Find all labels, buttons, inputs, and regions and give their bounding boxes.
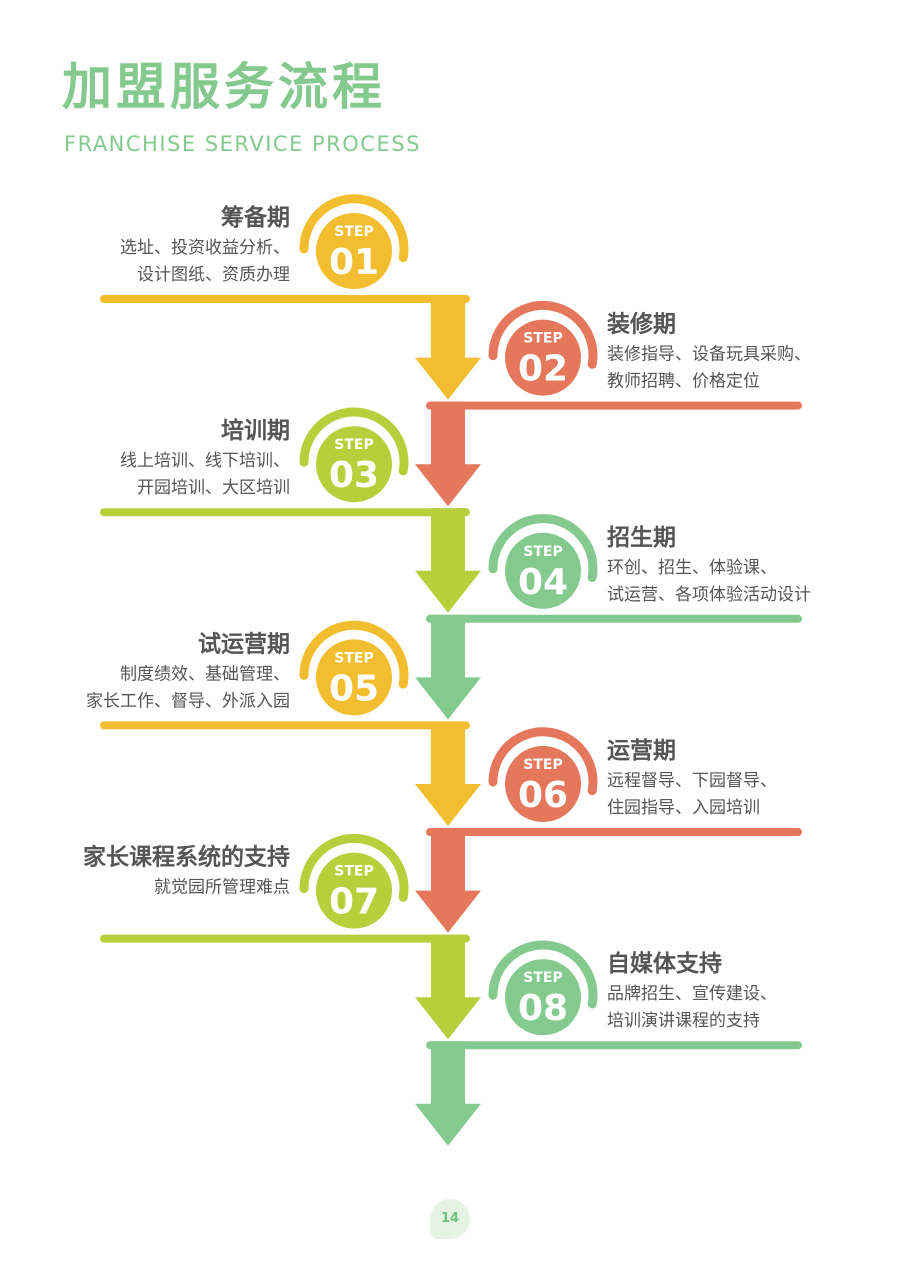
step-number: 03 (329, 455, 379, 496)
step-description: 教师招聘、价格定位 (607, 372, 760, 392)
step-word-label: STEP (523, 970, 562, 986)
step-word-label: STEP (523, 331, 562, 347)
step-title: 装修期 (607, 311, 676, 338)
step-word-label: STEP (334, 864, 373, 880)
step-description: 就觉园所管理难点 (154, 878, 290, 898)
step-number: 07 (329, 882, 379, 923)
step-badge-circle (316, 426, 392, 503)
step-badge-circle (505, 959, 581, 1036)
step-word-label: STEP (334, 437, 373, 453)
flow-arrow (415, 508, 481, 613)
step-ring (299, 194, 409, 263)
step-number: 01 (329, 242, 379, 283)
step-description: 试运营、各项体验活动设计 (607, 585, 811, 605)
step-description: 家长工作、督导、外派入园 (86, 691, 290, 711)
step-description: 远程督导、下园督导、 (607, 771, 777, 791)
step-badge-circle (316, 639, 392, 716)
flow-arrow (415, 614, 481, 720)
step-ring (299, 407, 409, 476)
step-description: 品牌招生、宣传建设、 (607, 984, 777, 1004)
step-badge-circle (505, 319, 581, 396)
step-title: 培训期 (221, 417, 290, 444)
step-word-label: STEP (523, 544, 562, 560)
step-description: 线上培训、线下培训、 (120, 451, 290, 471)
step-description: 住园指导、入园培训 (607, 798, 760, 818)
step-description: 培训演讲课程的支持 (607, 1011, 760, 1031)
step-badge-circle (316, 213, 392, 289)
step-number: 02 (518, 349, 568, 390)
step-description: 制度绩效、基础管理、 (120, 664, 290, 684)
step-description: 装修指导、设备玩具采购、 (607, 345, 811, 365)
step-title: 试运营期 (198, 631, 290, 657)
step-word-label: STEP (334, 224, 373, 240)
step-badge-circle (505, 532, 581, 609)
step-number: 08 (518, 988, 568, 1029)
flow-arrow (415, 295, 481, 400)
step-description: 设计图纸、资质办理 (137, 265, 290, 285)
step-title: 自媒体支持 (607, 950, 722, 977)
flow-arrow (415, 1041, 481, 1146)
step-description: 选址、投资收益分析、 (120, 238, 290, 258)
step-title: 家长课程系统的支持 (83, 844, 290, 871)
step-number: 06 (518, 775, 568, 816)
flow-arrow (415, 828, 481, 933)
step-badge-circle (505, 746, 581, 822)
step-description: 环创、招生、体验课、 (607, 558, 777, 578)
step-ring (299, 833, 409, 902)
flow-arrow (415, 721, 481, 826)
step-ring (488, 514, 598, 582)
page-title: 加盟服务流程 (62, 58, 386, 116)
page-number-badge: 14 (430, 1199, 470, 1239)
step-badge-circle (316, 852, 392, 929)
step-title: 招生期 (607, 524, 676, 551)
step-word-label: STEP (334, 650, 373, 666)
step-ring (488, 300, 598, 369)
step-title: 筹备期 (221, 204, 290, 231)
step-ring (488, 940, 598, 1009)
step-number: 05 (329, 668, 379, 709)
step-ring (299, 620, 409, 689)
step-ring (488, 727, 598, 796)
flow-arrow (415, 401, 481, 507)
page-subtitle: FRANCHISE SERVICE PROCESS (64, 132, 421, 156)
step-description: 开园培训、大区培训 (137, 478, 290, 498)
flow-arrow (415, 934, 481, 1040)
step-title: 运营期 (607, 738, 676, 764)
connector-layer (100, 295, 802, 1146)
step-number: 04 (518, 562, 568, 603)
step-word-label: STEP (523, 757, 562, 773)
